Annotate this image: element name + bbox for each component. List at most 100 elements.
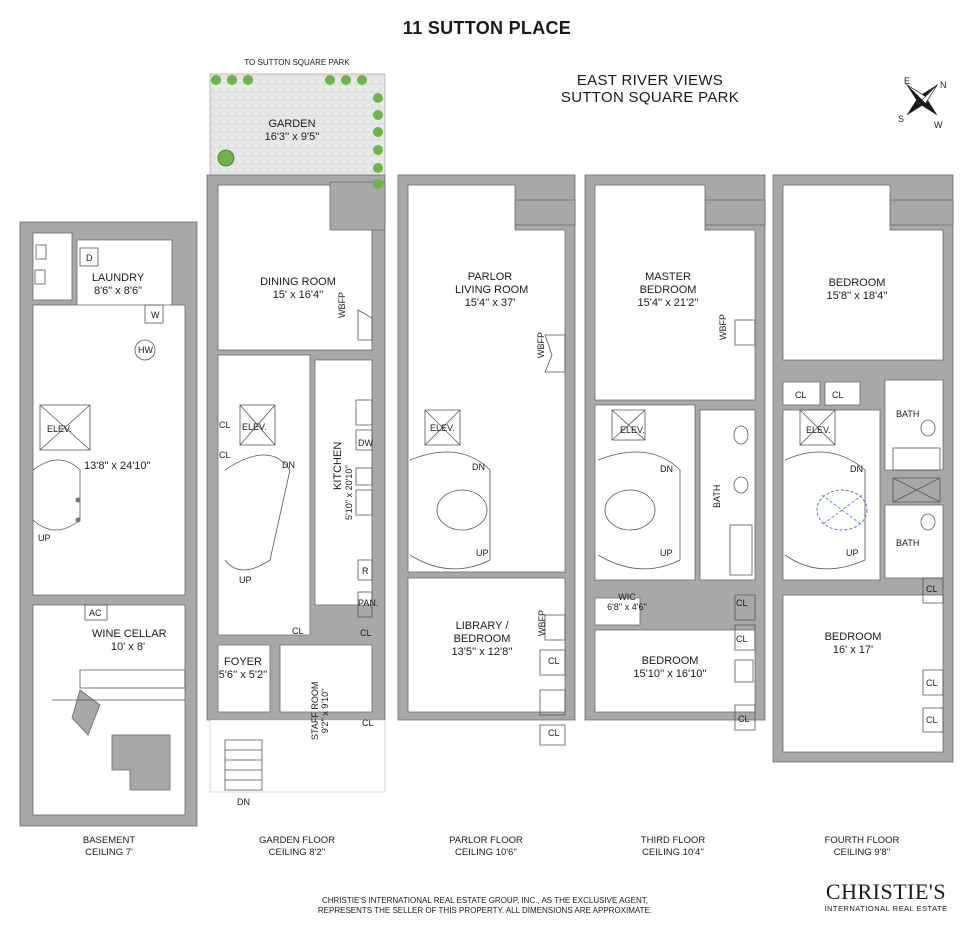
- laundry-dims: 8'6" x 8'6": [93, 285, 143, 297]
- third-stair-up: UP: [660, 548, 673, 558]
- master-name-2: BEDROOM: [639, 284, 697, 296]
- foyer-room: FOYER 5'6'' x 5'2'': [218, 656, 268, 682]
- garden-fridge: R: [362, 566, 369, 576]
- third-floor-plan: [584, 174, 766, 731]
- fourth-bottom-name: BEDROOM: [824, 631, 882, 643]
- parlor-ceiling: CEILING 10'6'': [455, 847, 517, 858]
- dining-dims: 15' x 16'4'': [272, 289, 324, 301]
- disclaimer-line-1: CHRISTIE'S INTERNATIONAL REAL ESTATE GRO…: [321, 896, 649, 905]
- wic-name: WIC: [618, 592, 636, 602]
- third-ceiling: CEILING 10'4'': [642, 847, 704, 858]
- garden-name: GARDEN: [268, 118, 316, 130]
- floor-caption-basement: BASEMENT CEILING 7': [49, 835, 169, 859]
- foyer-dims: 5'6'' x 5'2'': [218, 669, 268, 681]
- fourth-bottom-dims: 16' x 17': [832, 644, 874, 656]
- basement-washer: W: [151, 310, 160, 320]
- kitchen-dims-text: 5'10'' x 20'10'': [344, 465, 354, 520]
- garden-ceiling: CEILING 8'2'': [268, 847, 326, 858]
- library-bedroom: LIBRARY / BEDROOM 13'5'' x 12'8'': [442, 620, 522, 659]
- fourth-bath-1: BATH: [896, 409, 920, 419]
- garden-dims: 16'3'' x 9'5'': [264, 131, 320, 143]
- foyer-name: FOYER: [224, 656, 262, 668]
- third-wic: WIC 6'8'' x 4'6'': [598, 592, 656, 612]
- header-views: EAST RIVER VIEWS SUTTON SQUARE PARK: [520, 72, 780, 106]
- park-label: TO SUTTON SQUARE PARK: [244, 58, 350, 67]
- floor-caption-garden: GARDEN FLOOR CEILING 8'2'': [237, 835, 357, 859]
- third-floor-name: THIRD FLOOR: [640, 835, 706, 846]
- staff-name: STAFF ROOM: [310, 681, 320, 740]
- fourth-bath-2: BATH: [896, 538, 920, 548]
- views-line-1: EAST RIVER VIEWS: [576, 72, 724, 89]
- page-title: 11 SUTTON PLACE: [402, 18, 572, 38]
- compass-n: N: [940, 80, 947, 90]
- garden-floor-plan: [206, 73, 386, 793]
- third-bedroom-name: BEDROOM: [641, 655, 699, 667]
- parlor-floor-name: PARLOR FLOOR: [449, 835, 523, 846]
- brand-logo: CHRISTIE'S INTERNATIONAL REAL ESTATE: [806, 879, 966, 914]
- views-line-2: SUTTON SQUARE PARK: [560, 89, 740, 106]
- garden-stair-up: UP: [239, 575, 252, 585]
- brand-name: CHRISTIE'S: [825, 879, 947, 904]
- basement-laundry: LAUNDRY 8'6" x 8'6": [88, 272, 148, 298]
- dining-name: DINING ROOM: [260, 276, 336, 288]
- third-bedroom-dims: 15'10'' x 16'10'': [633, 668, 707, 680]
- master-name-1: MASTER: [645, 271, 691, 283]
- basement-plan: [19, 221, 198, 827]
- basement-dryer: D: [86, 253, 93, 263]
- fourth-floor-plan: [772, 174, 954, 763]
- compass-rose-icon: [906, 84, 938, 116]
- garden-dishwasher: DW: [358, 438, 373, 448]
- compass-s: S: [898, 114, 905, 124]
- basement-stair-up: UP: [38, 533, 51, 543]
- kitchen-dims: 5'10'' x 20'10'': [344, 465, 354, 520]
- parlor-wbfp: WBFP: [536, 332, 546, 358]
- disclaimer-line-2: REPRESENTS THE SELLER OF THIS PROPERTY. …: [317, 906, 653, 915]
- third-stair-dn: DN: [660, 464, 673, 474]
- library-name-1: LIBRARY /: [455, 620, 509, 632]
- third-closet-3: CL: [738, 714, 750, 724]
- parlor-stair-dn: DN: [472, 462, 485, 472]
- fourth-elevator: ELEV.: [806, 425, 831, 435]
- brand-sub: INTERNATIONAL REAL ESTATE: [824, 904, 948, 913]
- fourth-closet-3: CL: [926, 584, 938, 594]
- parlor-living-room: PARLOR LIVING ROOM 15'4'' x 37': [455, 271, 529, 310]
- garden-plants: [211, 75, 383, 189]
- library-wbfp: WBFP: [537, 610, 547, 636]
- master-bedroom: MASTER BEDROOM 15'4'' x 21'2'': [628, 271, 708, 310]
- garden-closet-5: CL: [362, 718, 374, 728]
- fourth-bedroom-top: BEDROOM 15'8'' x 18'4'': [818, 277, 896, 303]
- garden-room: GARDEN 16'3'' x 9'5'': [259, 118, 325, 144]
- parlor-stair-up: UP: [476, 548, 489, 558]
- garden-stair-dn: DN: [282, 460, 295, 470]
- fourth-ceiling: CEILING 9'8'': [833, 847, 891, 858]
- parlor-name-1: PARLOR: [467, 271, 513, 283]
- garden-stair-dn-street: DN: [237, 797, 250, 807]
- master-dims: 15'4'' x 21'2'': [637, 297, 699, 309]
- third-closet-2: CL: [736, 634, 748, 644]
- third-elevator: ELEV.: [620, 425, 645, 435]
- fourth-closet-4: CL: [926, 678, 938, 688]
- garden-elevator: ELEV.: [242, 422, 267, 432]
- laundry-name: LAUNDRY: [91, 272, 145, 284]
- floor-caption-fourth: FOURTH FLOOR CEILING 9'8'': [802, 835, 922, 859]
- parlor-closet-1: CL: [548, 656, 560, 666]
- parlor-elevator: ELEV.: [430, 423, 455, 433]
- third-wbfp: WBFP: [718, 314, 728, 340]
- dining-room: DINING ROOM 15' x 16'4'': [258, 276, 338, 302]
- fourth-bedroom-bottom: BEDROOM 16' x 17': [818, 631, 888, 657]
- garden-closet-4: CL: [292, 626, 304, 636]
- floor-caption-parlor: PARLOR FLOOR CEILING 10'6'': [426, 835, 546, 859]
- wine-name: WINE CELLAR: [92, 628, 167, 640]
- garden-closet-2: CL: [219, 450, 231, 460]
- staff-room-label: STAFF ROOM 9'2'' x 9'10'': [310, 682, 330, 740]
- third-closet-1: CL: [736, 598, 748, 608]
- fourth-top-name: BEDROOM: [828, 277, 886, 289]
- disclaimer: CHRISTIE'S INTERNATIONAL REAL ESTATE GRO…: [290, 896, 680, 916]
- library-name-2: BEDROOM: [453, 633, 511, 645]
- fourth-stair-dn: DN: [850, 464, 863, 474]
- parlor-name-2: LIVING ROOM: [455, 284, 529, 296]
- fourth-closet-5: CL: [926, 715, 938, 725]
- garden-pantry: PAN.: [358, 598, 379, 608]
- kitchen-name: KITCHEN: [332, 441, 344, 490]
